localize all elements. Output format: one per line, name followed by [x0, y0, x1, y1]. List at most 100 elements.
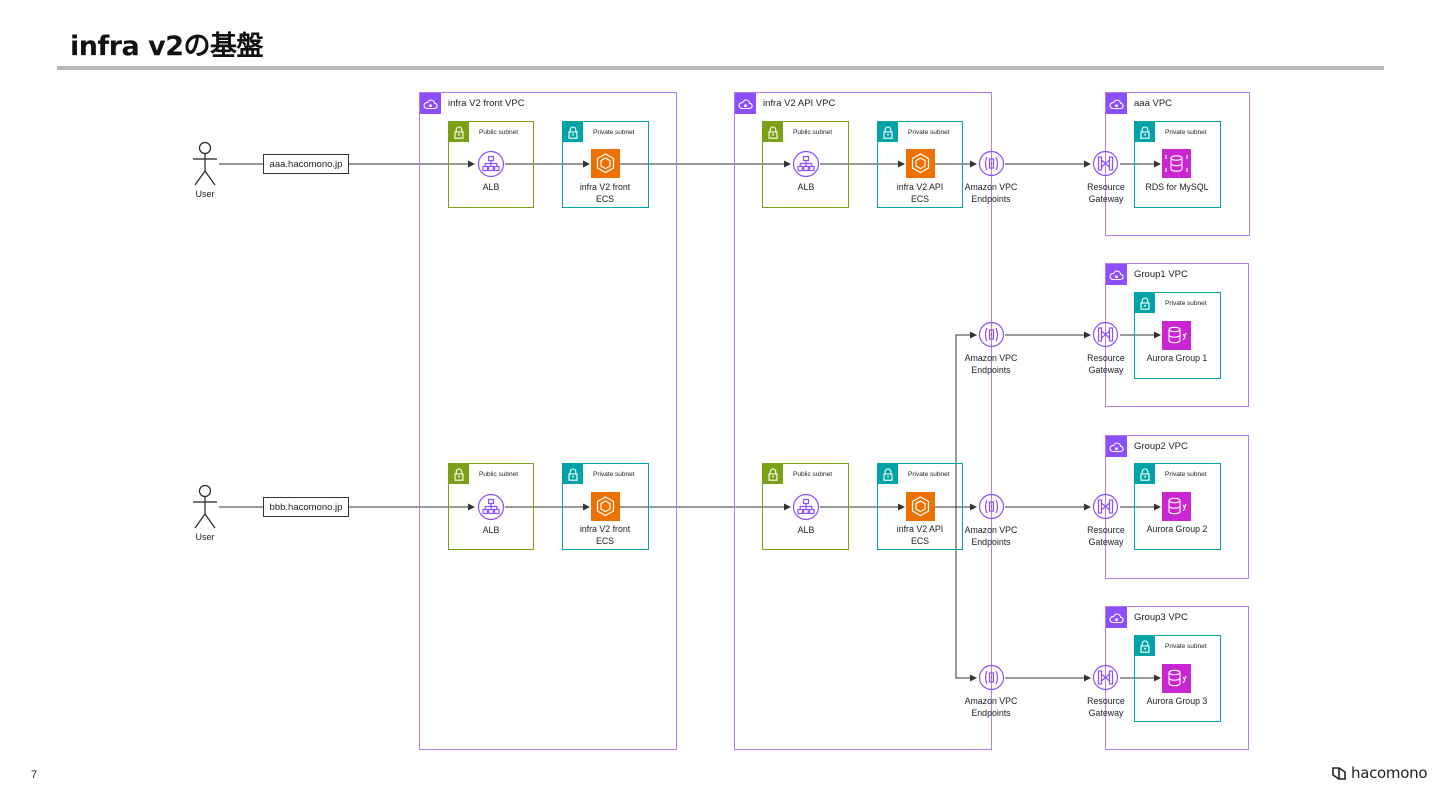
- vpc-aaa: aaa VPC: [1105, 92, 1250, 236]
- user-icon: [193, 484, 217, 529]
- aurora-label: Aurora Group 2: [1146, 524, 1208, 534]
- lock-icon: [563, 464, 583, 484]
- resource-gateway-icon: [1092, 493, 1119, 520]
- subnet-label: Public subnet: [479, 470, 519, 478]
- lock-icon: [878, 122, 898, 142]
- lock-icon: [763, 464, 783, 484]
- title-divider: [57, 66, 1384, 70]
- rds-icon: [1162, 149, 1191, 178]
- subnet-label: Private subnet: [593, 128, 635, 136]
- lock-icon: [449, 122, 469, 142]
- lock-icon: [1135, 122, 1155, 142]
- subnet-label: Private subnet: [593, 470, 635, 478]
- subnet-label: Public subnet: [479, 128, 519, 136]
- rds-label: RDS for MySQL: [1145, 182, 1209, 192]
- ecs-icon: [591, 149, 620, 178]
- alb-label: ALB: [797, 182, 815, 192]
- alb-icon: [477, 150, 505, 178]
- public-subnet-api-1: Public subnet: [762, 121, 849, 208]
- public-subnet-front-1: Public subnet: [448, 121, 534, 208]
- domain-box: bbb.hacomono.jp: [263, 497, 349, 517]
- edge-api-ecs-endpoint-group3: [955, 507, 977, 682]
- alb-label: ALB: [482, 525, 500, 535]
- vpc-cloud-icon: [1106, 436, 1127, 457]
- alb-icon: [477, 493, 505, 521]
- resource-gateway-icon: [1092, 150, 1119, 177]
- private-subnet-api-1: Private subnet: [877, 121, 963, 208]
- edge-api-ecs-endpoint-group1: [955, 331, 977, 507]
- subnet-label: Private subnet: [908, 470, 950, 478]
- alb-label: ALB: [482, 182, 500, 192]
- vpc-endpoint-icon: [978, 150, 1005, 177]
- vpc-infra-api: infra V2 API VPC: [734, 92, 992, 750]
- vpc-label: Group2 VPC: [1134, 441, 1188, 452]
- subnet-label: Private subnet: [1165, 299, 1207, 307]
- vpc-cloud-icon: [1106, 93, 1127, 114]
- subnet-label: Private subnet: [1165, 642, 1207, 650]
- page-number: 7: [31, 769, 38, 781]
- subnet-label: Public subnet: [793, 128, 833, 136]
- vpc-endpoint-icon: [978, 664, 1005, 691]
- vpc-cloud-icon: [735, 93, 756, 114]
- vpc-label: aaa VPC: [1134, 98, 1173, 109]
- alb-icon: [792, 150, 820, 178]
- aurora-icon: [1162, 664, 1191, 693]
- aurora-label: Aurora Group 1: [1146, 353, 1208, 363]
- public-subnet-api-2: Public subnet: [762, 463, 849, 550]
- private-subnet-aaa: Private subnet: [1134, 121, 1221, 208]
- aurora-label: Aurora Group 3: [1146, 696, 1208, 706]
- vpc-endpoint-icon: [978, 493, 1005, 520]
- aurora-icon: [1162, 492, 1191, 521]
- vpc-cloud-icon: [1106, 607, 1127, 628]
- resource-gateway-icon: [1092, 321, 1119, 348]
- aurora-icon: [1162, 321, 1191, 350]
- ecs-icon: [906, 149, 935, 178]
- lock-icon: [878, 464, 898, 484]
- vpc-infra-front: infra V2 front VPC: [419, 92, 677, 750]
- subnet-label: Private subnet: [1165, 128, 1207, 136]
- vpc-label: Group3 VPC: [1134, 612, 1188, 623]
- lock-icon: [1135, 464, 1155, 484]
- subnet-label: Public subnet: [793, 470, 833, 478]
- vpc-label: infra V2 API VPC: [763, 98, 836, 109]
- public-subnet-front-2: Public subnet: [448, 463, 534, 550]
- brand-logo: hacomono: [1331, 764, 1428, 782]
- alb-icon: [792, 493, 820, 521]
- user-label: User: [195, 532, 215, 542]
- vpc-cloud-icon: [420, 93, 441, 114]
- vpc-label: infra V2 front VPC: [448, 98, 525, 109]
- brand-name: hacomono: [1351, 764, 1428, 782]
- lock-icon: [449, 464, 469, 484]
- vpc-endpoint-icon: [978, 321, 1005, 348]
- private-subnet-group1: Private subnet: [1134, 292, 1221, 379]
- vpc-label: Group1 VPC: [1134, 269, 1188, 280]
- lock-icon: [563, 122, 583, 142]
- private-subnet-front-2: Private subnet: [562, 463, 649, 550]
- lock-icon: [763, 122, 783, 142]
- ecs-icon: [591, 492, 620, 521]
- lock-icon: [1135, 636, 1155, 656]
- lock-icon: [1135, 293, 1155, 313]
- private-subnet-front-1: Private subnet: [562, 121, 649, 208]
- resource-gateway-icon: [1092, 664, 1119, 691]
- domain-box: aaa.hacomono.jp: [263, 154, 349, 174]
- page-title: infra v2の基盤: [70, 31, 264, 62]
- alb-label: ALB: [797, 525, 815, 535]
- private-subnet-api-2: Private subnet: [877, 463, 963, 550]
- vpc-cloud-icon: [1106, 264, 1127, 285]
- private-subnet-group3: Private subnet: [1134, 635, 1221, 722]
- user-label: User: [195, 189, 215, 199]
- subnet-label: Private subnet: [1165, 470, 1207, 478]
